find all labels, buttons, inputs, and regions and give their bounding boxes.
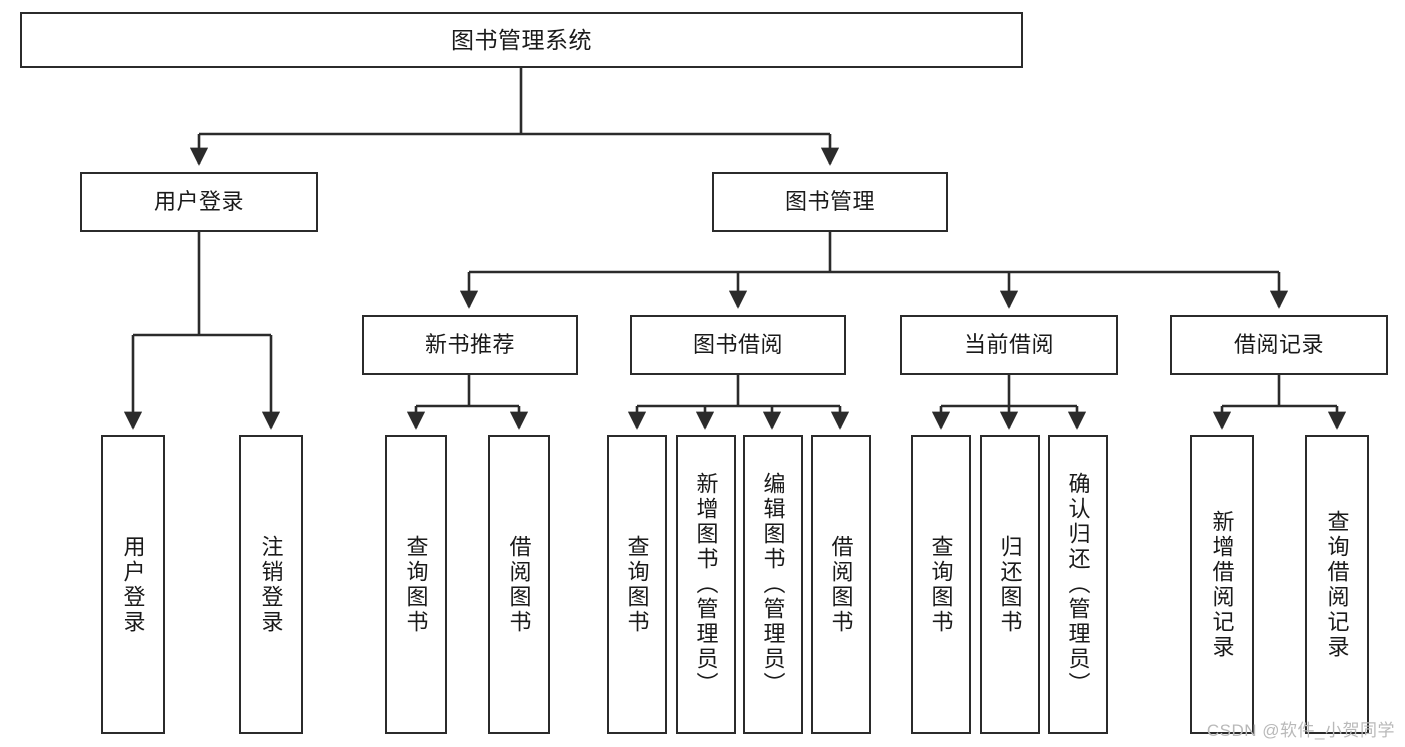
node-label: 当前借阅 <box>963 332 1054 358</box>
node-label: 图书管理 <box>784 189 875 215</box>
leaf-add-book[interactable]: 新增图书（管理员） <box>676 435 736 734</box>
leaf-query-borrow-record[interactable]: 查询借阅记录 <box>1305 435 1369 734</box>
leaf-confirm-return[interactable]: 确认归还（管理员） <box>1048 435 1108 734</box>
node-label: 编辑图书（管理员） <box>760 472 786 697</box>
node-book-admin[interactable]: 图书管理 <box>712 172 948 232</box>
node-label: 查询借阅记录 <box>1324 509 1350 660</box>
leaf-user-login[interactable]: 用户登录 <box>101 435 165 734</box>
leaf-return-book[interactable]: 归还图书 <box>980 435 1040 734</box>
node-label: 借阅图书 <box>828 534 854 635</box>
node-label: 新增图书（管理员） <box>693 472 719 697</box>
leaf-query-book-recommend[interactable]: 查询图书 <box>385 435 447 734</box>
node-label: 注销登录 <box>258 534 284 635</box>
leaf-borrow-book[interactable]: 借阅图书 <box>811 435 871 734</box>
node-root-system[interactable]: 图书管理系统 <box>20 12 1023 68</box>
node-current-borrow[interactable]: 当前借阅 <box>900 315 1118 375</box>
node-label: 查询图书 <box>624 534 650 635</box>
leaf-edit-book[interactable]: 编辑图书（管理员） <box>743 435 803 734</box>
leaf-add-borrow-record[interactable]: 新增借阅记录 <box>1190 435 1254 734</box>
node-label: 借阅记录 <box>1233 332 1324 358</box>
leaf-query-book-current[interactable]: 查询图书 <box>911 435 971 734</box>
node-book-borrow[interactable]: 图书借阅 <box>630 315 846 375</box>
node-label: 借阅图书 <box>506 534 532 635</box>
node-label: 查询图书 <box>928 534 954 635</box>
csdn-watermark: CSDN @软件_小贺同学 <box>1206 721 1395 740</box>
node-label: 查询图书 <box>403 534 429 635</box>
node-new-book-recommend[interactable]: 新书推荐 <box>362 315 578 375</box>
leaf-logout-login[interactable]: 注销登录 <box>239 435 303 734</box>
node-label: 图书管理系统 <box>451 26 592 53</box>
node-label: 新增借阅记录 <box>1209 509 1235 660</box>
node-label: 图书借阅 <box>692 332 783 358</box>
leaf-borrow-book-recommend[interactable]: 借阅图书 <box>488 435 550 734</box>
node-label: 新书推荐 <box>424 332 515 358</box>
node-user-login[interactable]: 用户登录 <box>80 172 318 232</box>
leaf-query-book-borrow[interactable]: 查询图书 <box>607 435 667 734</box>
node-label: 确认归还（管理员） <box>1065 472 1091 697</box>
node-label: 用户登录 <box>120 534 146 635</box>
node-borrow-record[interactable]: 借阅记录 <box>1170 315 1388 375</box>
node-label: 用户登录 <box>153 189 244 215</box>
node-label: 归还图书 <box>997 534 1023 635</box>
